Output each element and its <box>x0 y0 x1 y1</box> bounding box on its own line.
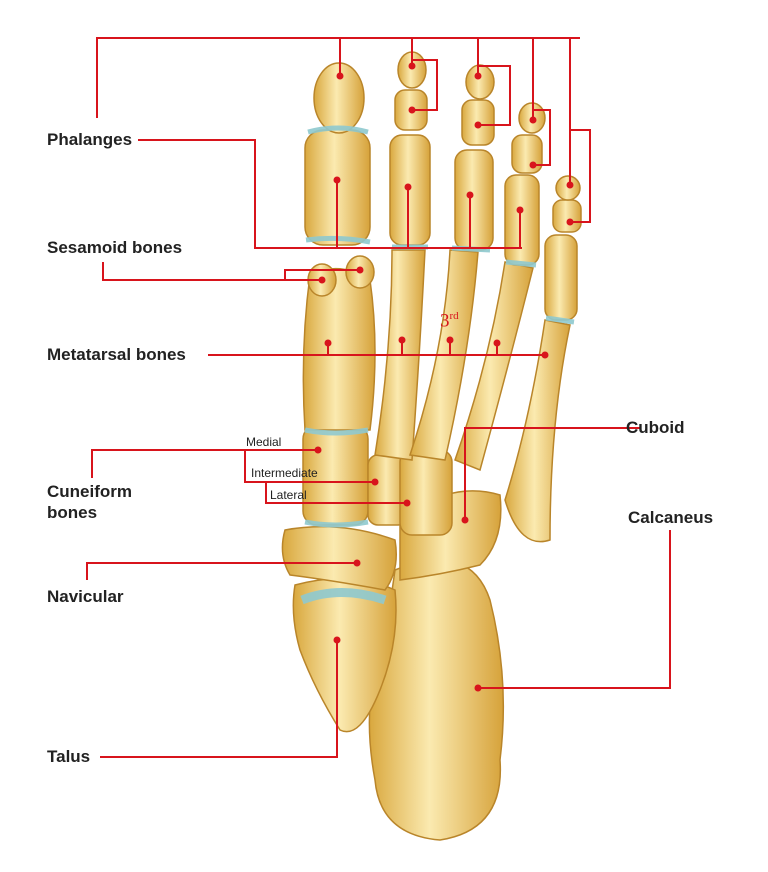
toe2-proximal <box>389 134 431 246</box>
calcaneus-bone <box>368 559 505 841</box>
toe4-middle <box>511 134 543 174</box>
metatarsal-5 <box>504 319 571 543</box>
label-phalanges: Phalanges <box>47 130 133 149</box>
third-metatarsal-marker: 3rd <box>440 310 459 332</box>
toe5-middle <box>552 199 582 233</box>
label-sesamoid-bones: Sesamoid bones <box>47 238 183 257</box>
lateral-cuneiform-bone <box>399 449 453 536</box>
metatarsal-4 <box>454 261 534 472</box>
label-cuboid: Cuboid <box>626 418 685 437</box>
label-navicular: Navicular <box>47 587 124 606</box>
ordinal-number: 3 <box>440 310 450 332</box>
label-intermediate-cuneiform: Intermediate <box>251 466 318 480</box>
toe3-proximal <box>454 149 494 251</box>
toe5-distal <box>555 175 581 201</box>
label-talus: Talus <box>47 747 91 766</box>
label-cuneiform-line2: bones <box>47 503 98 522</box>
label-metatarsal-bones: Metatarsal bones <box>47 345 186 364</box>
label-calcaneus: Calcaneus <box>628 508 714 527</box>
ordinal-suffix: rd <box>449 310 459 322</box>
toe5-proximal <box>544 234 578 321</box>
label-medial-cuneiform: Medial <box>246 435 282 449</box>
leader-dots <box>314 62 574 692</box>
toe3-distal <box>465 64 495 100</box>
navicular-bone <box>281 525 397 591</box>
leader-lines <box>86 37 671 758</box>
toe4-proximal <box>504 174 540 266</box>
label-lateral-cuneiform: Lateral <box>270 488 307 502</box>
label-cuneiform-line1: Cuneiform <box>47 482 132 501</box>
